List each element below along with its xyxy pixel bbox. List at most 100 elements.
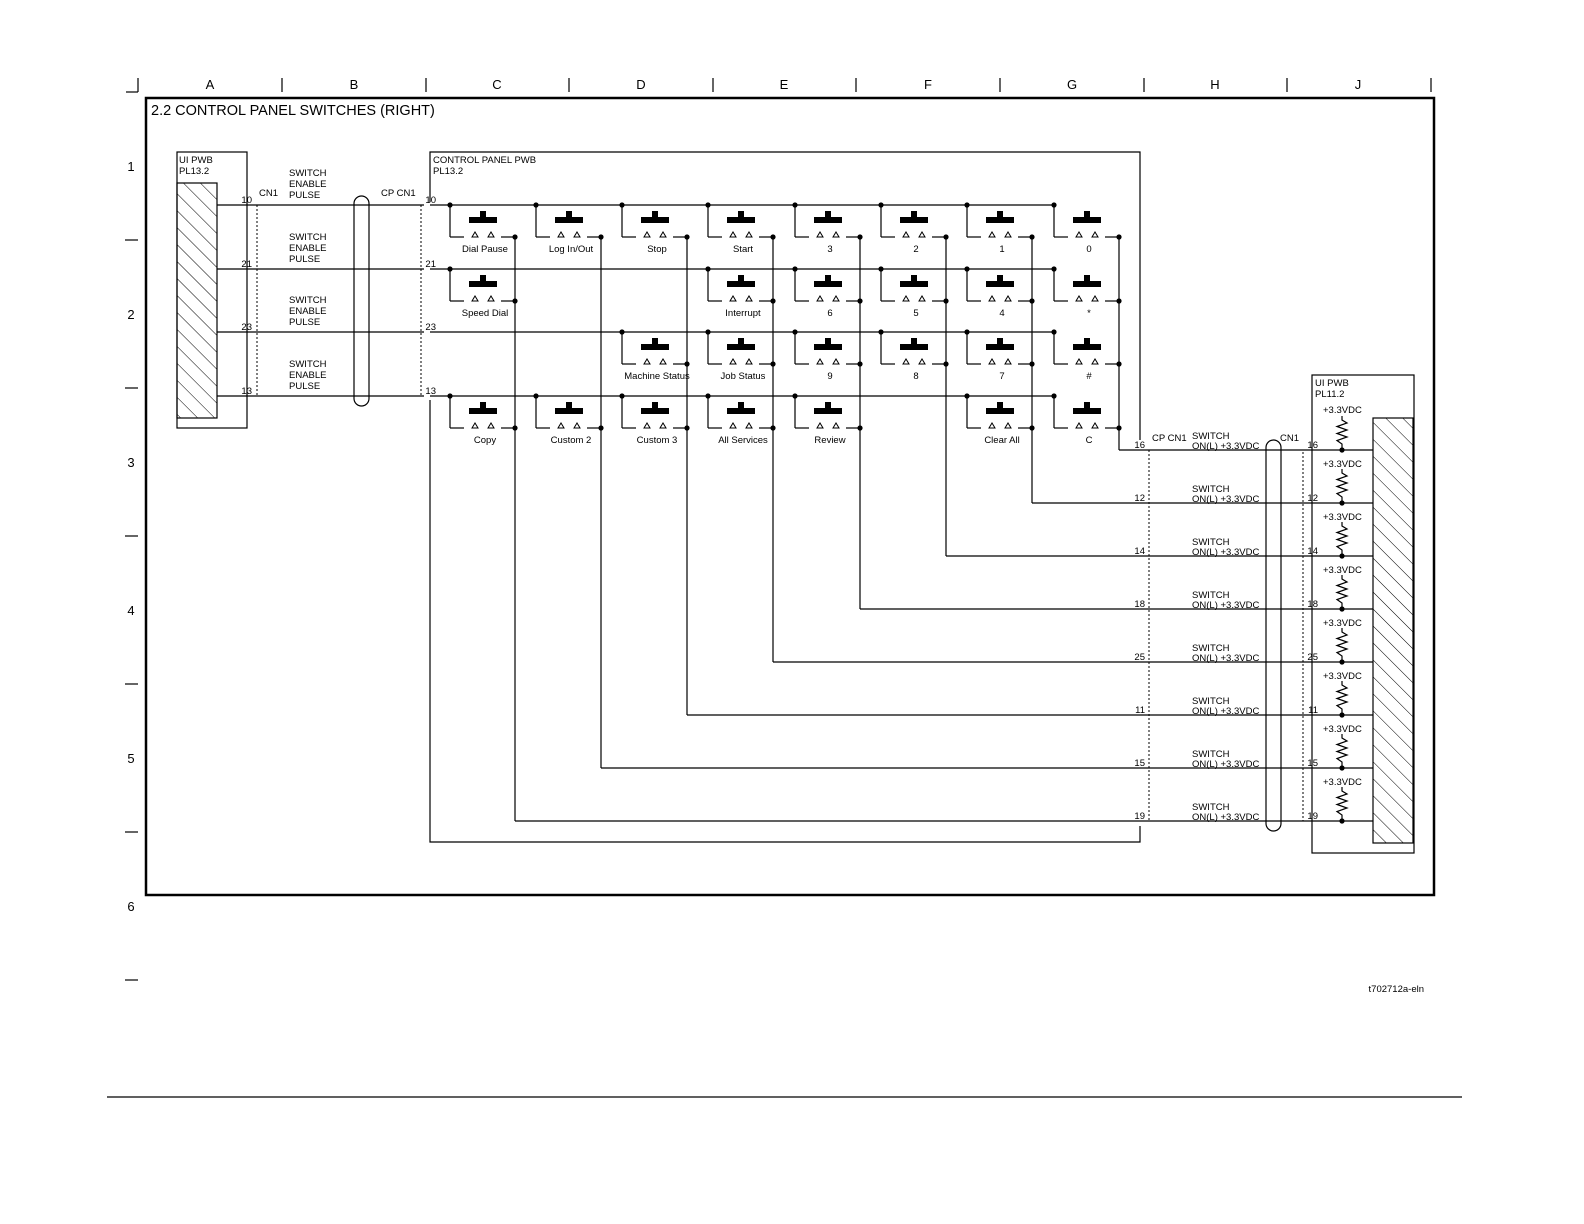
cp-right-pin: 11	[1135, 705, 1145, 716]
switch-label: #	[1086, 371, 1092, 382]
switch-contact-left	[729, 231, 737, 238]
switch-contact-right	[918, 295, 926, 302]
switch-label: Custom 2	[551, 435, 592, 446]
switch-contact-right	[1004, 358, 1012, 365]
switch-label: 2	[913, 244, 918, 255]
right-board-pin: 12	[1307, 493, 1318, 504]
signal-label: ENABLE	[289, 179, 327, 190]
switch-contact-right	[573, 231, 581, 238]
switch-label: Clear All	[984, 435, 1019, 446]
switch-label: Start	[733, 244, 753, 255]
signal-label: SWITCH	[1192, 749, 1230, 760]
switch-contact-left	[471, 295, 479, 302]
switch-label: Job Status	[721, 371, 766, 382]
switch-output-junction	[770, 425, 776, 431]
switch-actuator	[469, 281, 497, 287]
switch-output-junction	[1029, 234, 1035, 240]
switch-contact-right	[745, 358, 753, 365]
switch-contact-right	[1091, 231, 1099, 238]
switch-label: 8	[913, 371, 918, 382]
signal-label: SWITCH	[289, 359, 327, 370]
switch-contact-right	[918, 231, 926, 238]
signal-label: ON(L) +3.3VDC	[1192, 600, 1259, 611]
switch-plunger	[480, 211, 486, 219]
cp-right-pin: 18	[1134, 599, 1145, 610]
switch-contact-right	[918, 358, 926, 365]
left-harness-bundle	[353, 195, 370, 407]
signal-label: PULSE	[289, 254, 320, 265]
switch-output-junction	[684, 425, 690, 431]
switch-plunger	[997, 338, 1003, 346]
column-label: E	[780, 77, 789, 92]
cp-cn1-left-label: CP CN1	[381, 188, 416, 199]
signal-label: SWITCH	[1192, 537, 1230, 548]
switch-output-junction	[1029, 361, 1035, 367]
switch-label: 7	[999, 371, 1004, 382]
switch-contact-right	[1091, 295, 1099, 302]
switch-contact-left	[471, 422, 479, 429]
switch-label: Stop	[647, 244, 667, 255]
switch-contact-right	[659, 231, 667, 238]
switch-output-junction	[512, 234, 518, 240]
cp-left-pin: 23	[425, 322, 436, 333]
switch-label: 9	[827, 371, 832, 382]
switch-label: Review	[814, 435, 845, 446]
signal-label: SWITCH	[1192, 484, 1230, 495]
switch-label: C	[1086, 435, 1093, 446]
switch-contact-right	[745, 422, 753, 429]
switch-contact-right	[1004, 295, 1012, 302]
pullup-resistor	[1335, 416, 1349, 450]
switch-output-junction	[512, 298, 518, 304]
switch-output-junction	[943, 234, 949, 240]
switch-contact-right	[487, 295, 495, 302]
switch-contact-left	[471, 231, 479, 238]
right-board-pin: 18	[1307, 599, 1318, 610]
switch-label: *	[1087, 308, 1091, 319]
switch-contact-right	[1004, 422, 1012, 429]
switch-output-junction	[943, 298, 949, 304]
switch-output-junction	[857, 298, 863, 304]
cp-right-pin: 14	[1134, 546, 1145, 557]
ui-pwb-right-ref: PL11.2	[1315, 389, 1344, 400]
switch-plunger	[997, 275, 1003, 283]
pullup-resistor	[1335, 628, 1349, 662]
ui-pwb-right-hatch	[1372, 417, 1414, 844]
signal-label: SWITCH	[1192, 431, 1230, 442]
switch-actuator	[469, 217, 497, 223]
signal-label: ON(L) +3.3VDC	[1192, 441, 1259, 452]
switch-contact-right	[487, 422, 495, 429]
switch-plunger	[738, 275, 744, 283]
right-board-pin: 25	[1307, 652, 1318, 663]
control-panel-ref: PL13.2	[433, 166, 463, 177]
signal-label: SWITCH	[289, 295, 327, 306]
signal-label: SWITCH	[1192, 696, 1230, 707]
switch-actuator	[555, 408, 583, 414]
switch-contact-left	[729, 358, 737, 365]
ui-pwb-left-hatch	[176, 182, 218, 419]
switch-label: Copy	[474, 435, 496, 446]
switch-label: Speed Dial	[462, 308, 508, 319]
supply-label: +3.3VDC	[1323, 724, 1362, 735]
switch-contact-left	[816, 231, 824, 238]
switch-actuator	[1073, 281, 1101, 287]
control-panel-pwb-border-bottom	[429, 400, 1141, 843]
switch-actuator	[1073, 408, 1101, 414]
switch-actuator	[986, 344, 1014, 350]
right-board-pin: 16	[1307, 440, 1318, 451]
switch-contact-right	[1091, 358, 1099, 365]
signal-label: ENABLE	[289, 306, 327, 317]
switch-actuator	[900, 281, 928, 287]
switch-actuator	[900, 344, 928, 350]
signal-label: SWITCH	[289, 168, 327, 179]
switch-contact-left	[643, 422, 651, 429]
row-label: 1	[127, 159, 134, 174]
switch-label: Dial Pause	[462, 244, 508, 255]
switch-contact-left	[902, 358, 910, 365]
switch-actuator	[727, 217, 755, 223]
switch-label: 3	[827, 244, 832, 255]
switch-output-junction	[943, 361, 949, 367]
switch-actuator	[986, 281, 1014, 287]
row-label: 4	[127, 603, 134, 618]
switch-contact-left	[902, 231, 910, 238]
switch-contact-right	[832, 295, 840, 302]
